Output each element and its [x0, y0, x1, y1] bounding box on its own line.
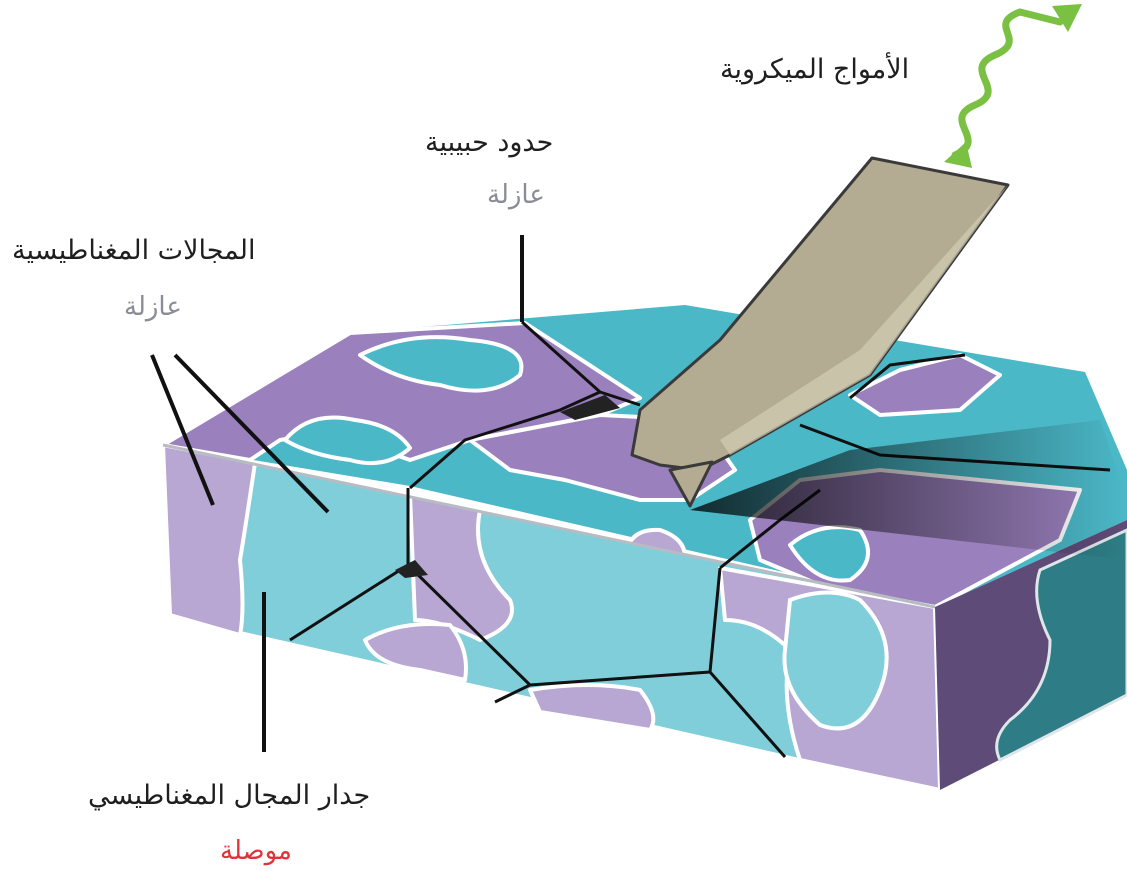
wave-path — [955, 12, 1060, 155]
front-domain-left — [163, 445, 255, 635]
label-magnetic-domains: المجالات المغناطيسية — [12, 235, 255, 266]
label-domain-wall: جدار المجال المغناطيسي — [88, 780, 370, 811]
label-microwaves: الأمواج الميكروية — [720, 54, 909, 85]
microwave-wave-icon — [944, 4, 1082, 168]
label-magnetic-domains-state: عازلة — [124, 292, 182, 322]
label-grain-boundaries-state: عازلة — [487, 180, 545, 210]
front-domain-low — [365, 624, 466, 680]
front-domain-bottom — [530, 685, 653, 730]
label-domain-wall-state: موصلة — [220, 836, 292, 866]
label-grain-boundaries: حدود حبيبية — [425, 127, 553, 158]
